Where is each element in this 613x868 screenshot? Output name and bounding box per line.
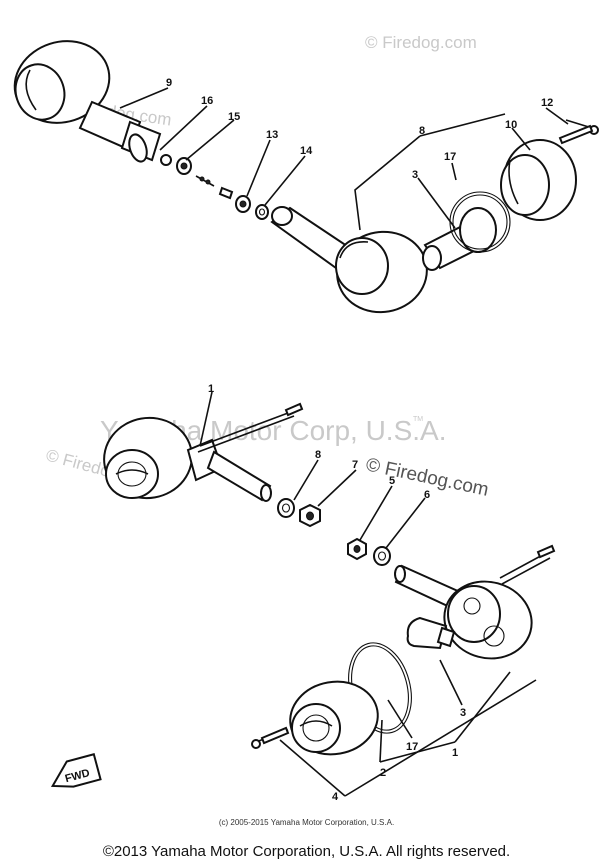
callout-6: 6 bbox=[424, 489, 430, 501]
upper-bulb-socket bbox=[422, 191, 511, 271]
callout-15: 15 bbox=[228, 111, 240, 123]
callout-1-bottom: 1 bbox=[452, 747, 458, 759]
callout-8-upper: 8 bbox=[419, 125, 425, 137]
lower-leader-lines bbox=[199, 391, 537, 797]
callout-4: 4 bbox=[332, 791, 339, 803]
callout-17-upper: 17 bbox=[444, 151, 456, 163]
callout-8-lower: 8 bbox=[315, 449, 321, 461]
upper-flasher-left bbox=[13, 40, 162, 163]
callout-5: 5 bbox=[389, 475, 395, 487]
copyright-footer: ©2013 Yamaha Motor Corporation, U.S.A. A… bbox=[102, 843, 511, 860]
callout-9: 9 bbox=[166, 77, 172, 89]
lower-callouts: 1 8 7 5 6 3 17 1 2 4 bbox=[208, 383, 466, 803]
callout-12: 12 bbox=[541, 97, 553, 109]
lower-flasher-right bbox=[394, 544, 556, 660]
lower-flasher-left bbox=[103, 402, 304, 502]
callout-3-lower: 3 bbox=[460, 707, 466, 719]
callout-2: 2 bbox=[380, 767, 386, 779]
callout-17-lower: 17 bbox=[406, 741, 418, 753]
copyright-small: (c) 2005-2015 Yamaha Motor Corporation, … bbox=[218, 818, 395, 827]
callout-14: 14 bbox=[300, 145, 313, 157]
lower-bulb bbox=[406, 616, 456, 650]
lower-lens bbox=[251, 642, 412, 756]
callout-7: 7 bbox=[352, 459, 358, 471]
upper-callouts: 9 16 15 13 14 8 17 3 10 12 bbox=[166, 77, 553, 181]
callout-3-upper: 3 bbox=[412, 169, 418, 181]
callout-13: 13 bbox=[266, 129, 278, 141]
upper-lens bbox=[500, 119, 599, 221]
lower-washer-nut bbox=[277, 498, 391, 566]
watermark-tm: TM bbox=[413, 416, 423, 423]
watermark-top-right: © Firedog.com bbox=[365, 33, 477, 52]
upper-leader-lines bbox=[119, 87, 569, 231]
upper-small-parts bbox=[160, 154, 269, 220]
callout-16: 16 bbox=[201, 95, 213, 107]
callout-1-top: 1 bbox=[208, 383, 214, 395]
callout-10: 10 bbox=[505, 119, 517, 131]
fwd-arrow-icon: FWD bbox=[50, 753, 102, 788]
upper-flasher-right bbox=[270, 206, 428, 314]
